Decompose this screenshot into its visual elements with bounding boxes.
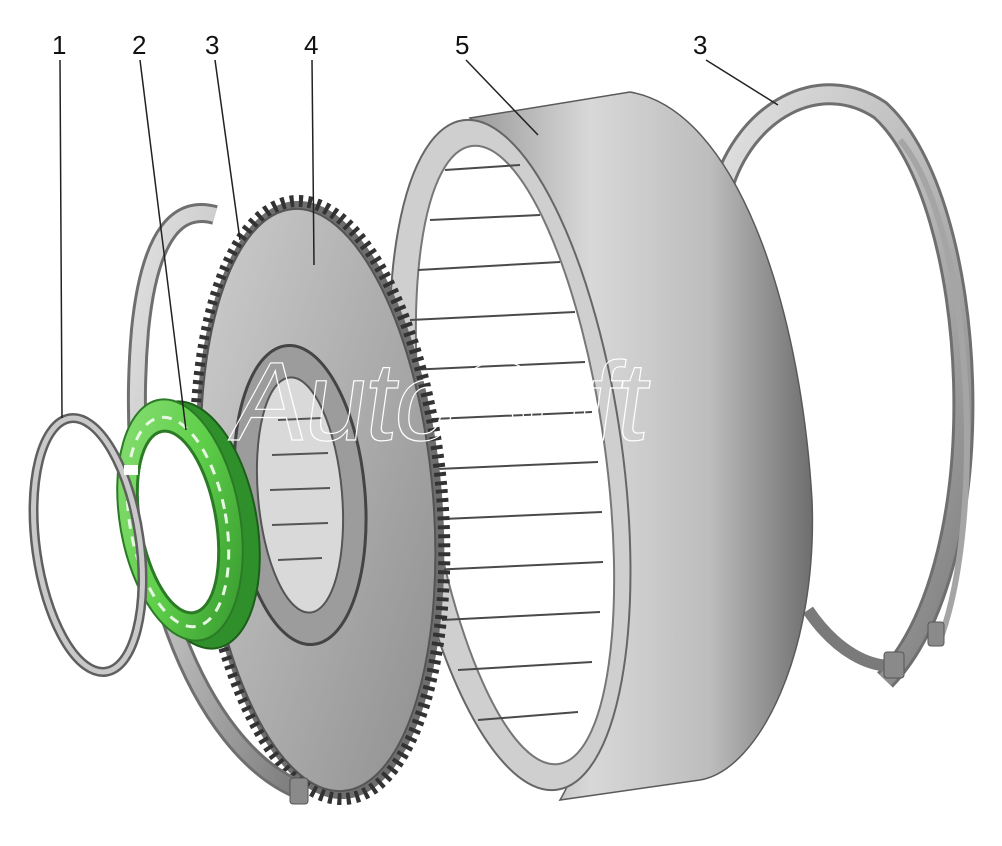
snap-ring-lug xyxy=(289,777,309,805)
callout-3a: 3 xyxy=(205,30,219,60)
leader-lines xyxy=(59,59,779,431)
retaining-ring xyxy=(28,413,148,677)
hub-splines xyxy=(269,417,331,561)
leader-line-4 xyxy=(311,59,315,266)
leader-line-2 xyxy=(139,59,187,431)
leader-line-3b xyxy=(705,59,779,106)
leader-line-1 xyxy=(59,59,63,419)
ball-bearing xyxy=(116,398,261,650)
watermark: AutoSoft xyxy=(225,338,658,463)
leader-line-5 xyxy=(465,59,539,136)
snap-ring-right xyxy=(711,83,975,688)
snap-ring-lug xyxy=(883,651,905,679)
callout-labels: 1 2 3 4 5 3 xyxy=(52,30,707,60)
ring-gear xyxy=(388,91,814,801)
ring-gap xyxy=(124,465,138,475)
callout-3b: 3 xyxy=(693,30,707,60)
leader-line-3a xyxy=(214,59,241,241)
gear-wheel xyxy=(189,194,451,806)
callout-2: 2 xyxy=(132,30,146,60)
snap-ring-lug xyxy=(927,621,945,647)
callout-1: 1 xyxy=(52,30,66,60)
callout-5: 5 xyxy=(455,30,469,60)
internal-splines xyxy=(407,164,604,721)
callout-4: 4 xyxy=(304,30,318,60)
